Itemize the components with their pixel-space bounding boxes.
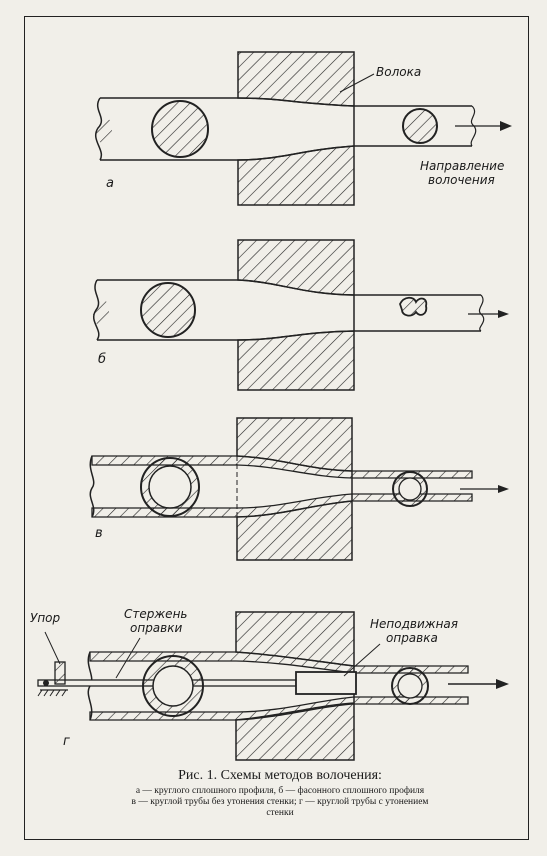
section-g-large-inner [152,665,194,707]
stop-block [54,661,66,685]
die-b [237,239,355,391]
label-panel-b: б [98,352,107,367]
label-direction-1: Направление [420,159,505,173]
section-b-shaped [399,296,428,317]
label-direction-2: волочения [428,173,495,187]
label-panel-g: г [63,734,70,749]
workpiece-b [97,279,481,341]
label-die: Волока [376,65,422,79]
caption-line-1: а — круглого сплошного профиля, б — фасо… [135,786,425,796]
panel-g-scheme [37,611,509,761]
caption-title: Рис. 1. Схемы методов волочения: [178,768,382,783]
workpiece-a [100,97,472,161]
section-b-large [140,282,196,338]
section-v-small-inner [398,477,422,501]
section-g-small-inner [397,673,423,699]
panel-b-scheme [93,239,509,391]
label-panel-a: а [106,176,114,191]
section-a-large [151,100,209,158]
panel-a-scheme [95,51,512,206]
stop-leader [44,631,61,665]
tube-v-break [89,455,95,518]
section-a-small [402,108,438,144]
figure-frame [24,16,529,840]
label-rod-1: Стержень [124,607,188,621]
label-rod-2: оправки [130,621,183,635]
die-a [237,51,355,206]
label-panel-v: в [95,526,103,541]
fixed-mandrel-leader [343,643,381,677]
label-stop: Упор [30,611,61,625]
tube-v-top-wall [91,455,473,479]
rod-leader [115,637,141,679]
panel-v-scheme [89,417,509,561]
workpiece-b-end [478,294,485,332]
fixed-mandrel [295,671,357,695]
die-v [236,417,353,561]
section-v-large-inner [148,465,192,509]
label-fixed-1: Неподвижная [370,617,458,631]
caption-line-2: в — круглой трубы без утонения стенки; г… [131,797,429,807]
label-fixed-2: оправка [386,631,438,645]
caption-line-3: стенки [266,808,294,818]
die-leader [339,73,375,93]
